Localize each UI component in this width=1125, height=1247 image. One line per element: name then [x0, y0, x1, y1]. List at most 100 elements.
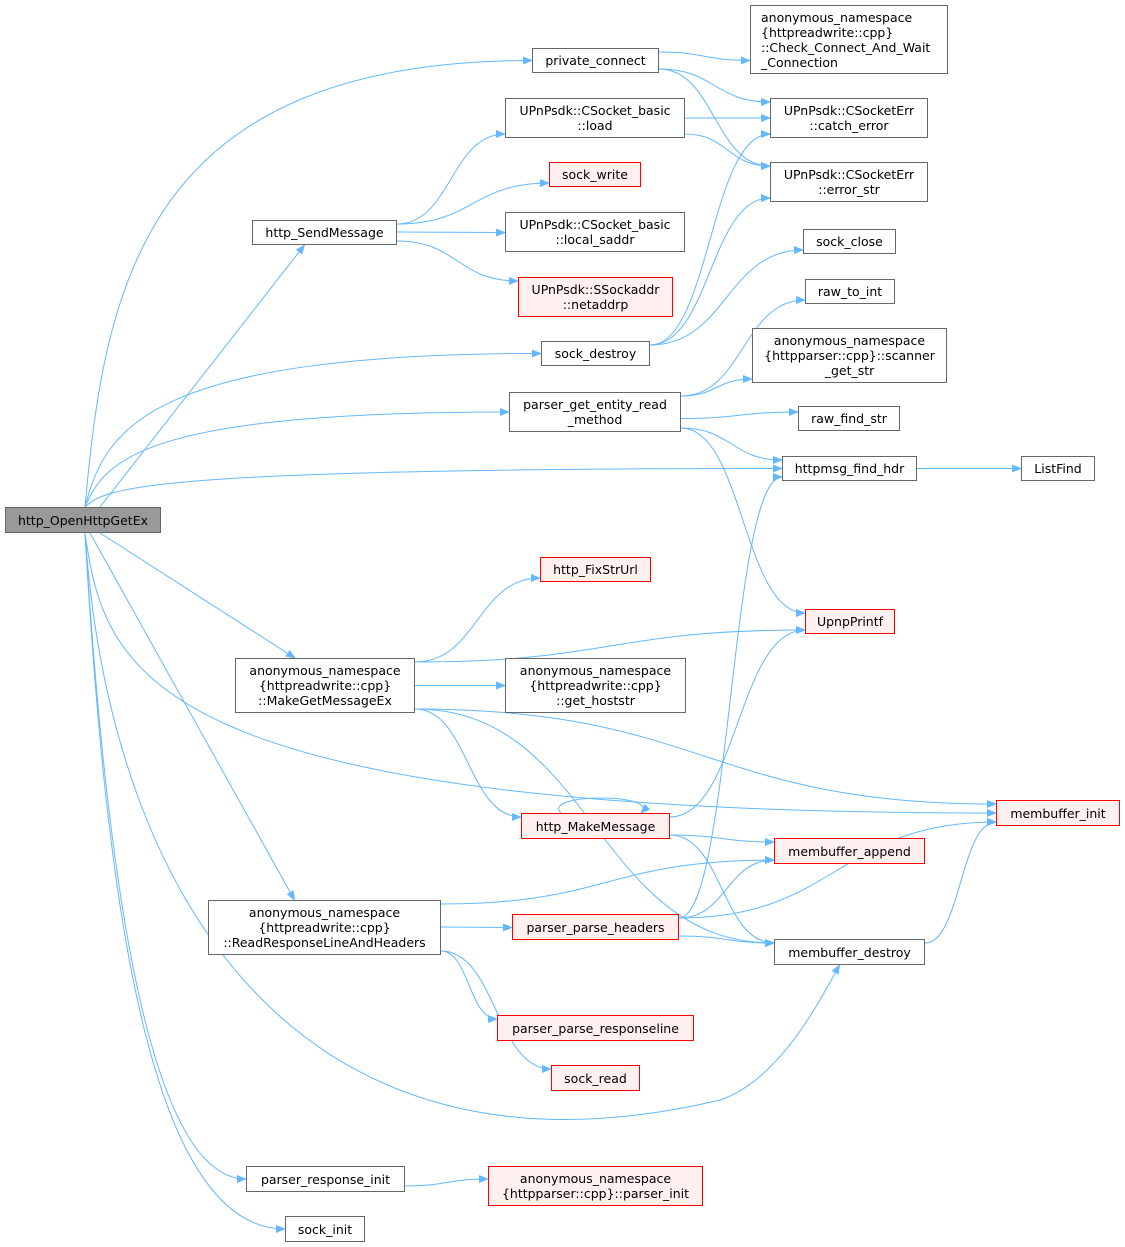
edge-parser_get_entity-to-raw_to_int [680, 296, 806, 397]
node-label: anonymous_namespace [519, 663, 672, 678]
edge-parser_get_entity-to-UpnpPrintf [680, 427, 806, 617]
node-label: anonymous_namespace [249, 663, 401, 678]
node-label: ::MakeGetMessageEx [258, 693, 392, 708]
node-makegetmessageex[interactable]: anonymous_namespace{httpreadwrite::cpp}:… [235, 658, 415, 713]
node-label: ::error_str [818, 182, 880, 197]
edge-ReadResponse-to-membuffer_append [440, 856, 775, 905]
node-readresponse[interactable]: anonymous_namespace{httpreadwrite::cpp}:… [208, 900, 441, 955]
node-label: ::get_hoststr [556, 693, 635, 708]
edge-root-to-http_SendMessage [99, 244, 306, 508]
node-label: sock_write [562, 167, 628, 182]
node-error-str[interactable]: UPnPsdk::CSocketErr::error_str [770, 162, 928, 202]
edge-root-to-sock_destroy [84, 349, 542, 508]
node-label: _method [567, 412, 623, 427]
node-local-saddr[interactable]: UPnPsdk::CSocket_basic::local_saddr [505, 212, 685, 252]
edge-parser_get_entity-to-raw_find_str [680, 408, 799, 419]
node-label: UPnPsdk::CSocketErr [783, 167, 915, 182]
edge-MakeGetMessageEx-to-http_MakeMessage [414, 708, 522, 821]
edge-parser_get_entity-to-httpmsg_find_hdr [680, 427, 783, 464]
node-parser-response-init[interactable]: parser_response_init [246, 1166, 405, 1192]
node-label: anonymous_namespace [519, 1171, 672, 1186]
edge-private_connect-to-catch_error [658, 68, 771, 106]
node-label: {httpreadwrite::cpp} [258, 678, 392, 693]
edge-http_SendMessage-to-local_saddr [396, 228, 506, 237]
node-sock-close[interactable]: sock_close [803, 229, 896, 254]
node-sock-destroy[interactable]: sock_destroy [541, 341, 650, 366]
node-sock-read[interactable]: sock_read [551, 1065, 640, 1091]
edge-root-to-membuffer_destroy [84, 532, 840, 1120]
node-parser-parse-responseline[interactable]: parser_parse_responseline [497, 1015, 694, 1041]
node-get-hoststr[interactable]: anonymous_namespace{httpreadwrite::cpp}:… [505, 658, 686, 713]
node-scanner-get-str[interactable]: anonymous_namespace{httpparser::cpp}::sc… [752, 328, 947, 383]
node-root[interactable]: http_OpenHttpGetEx [5, 507, 161, 533]
node-label: UPnPsdk::CSocket_basic [519, 217, 671, 232]
node-membuffer-destroy[interactable]: membuffer_destroy [774, 939, 925, 965]
node-label: membuffer_destroy [788, 944, 911, 960]
node-catch-error[interactable]: UPnPsdk::CSocketErr::catch_error [770, 98, 928, 138]
edge-sock_destroy-to-catch_error [649, 130, 771, 346]
node-sock-init[interactable]: sock_init [285, 1216, 365, 1242]
edge-parser_parse_headers-to-httpmsg_find_hdr [678, 473, 783, 919]
edge-parser_parse_headers-to-membuffer_init [678, 818, 997, 919]
edge-root-to-parser_response_init [84, 532, 247, 1183]
node-parser-parse-headers[interactable]: parser_parse_headers [512, 914, 679, 940]
node-raw-to-int[interactable]: raw_to_int [805, 279, 895, 304]
node-http-sendmessage[interactable]: http_SendMessage [252, 220, 397, 245]
edge-http_MakeMessage-to-membuffer_append [669, 834, 775, 846]
node-label: membuffer_init [1010, 805, 1106, 821]
node-http-fixstrurl[interactable]: http_FixStrUrl [540, 557, 651, 582]
node-httpmsg-find-hdr[interactable]: httpmsg_find_hdr [782, 456, 917, 481]
edge-private_connect-to-check_connect [658, 51, 751, 65]
node-membuffer-append[interactable]: membuffer_append [774, 838, 925, 864]
node-label: _Connection [761, 54, 838, 70]
node-label: http_OpenHttpGetEx [17, 512, 148, 528]
edge-parser_response_init-to-parser_init [404, 1175, 489, 1187]
node-membuffer-init[interactable]: membuffer_init [996, 800, 1120, 826]
edge-root-to-private_connect [84, 56, 533, 508]
edge-MakeGetMessageEx-to-http_FixStrUrl [414, 574, 541, 663]
edge-http_MakeMessage-to-http_MakeMessage [558, 797, 651, 814]
node-label: UPnPsdk::CSocketErr [783, 103, 915, 118]
node-load[interactable]: UPnPsdk::CSocket_basic::load [505, 98, 685, 138]
node-check-connect[interactable]: anonymous_namespace{httpreadwrite::cpp}:… [750, 5, 948, 74]
node-label: UpnpPrintf [816, 614, 884, 629]
edge-http_SendMessage-to-load [396, 130, 506, 225]
node-sock-write[interactable]: sock_write [549, 162, 641, 187]
node-listfind[interactable]: ListFind [1021, 456, 1095, 481]
node-label: UPnPsdk::SSockaddr [531, 282, 660, 297]
node-label: ::catch_error [809, 118, 889, 133]
node-label: raw_find_str [811, 411, 887, 426]
node-netaddrp[interactable]: UPnPsdk::SSockaddr::netaddrp [518, 277, 673, 317]
node-parser-init[interactable]: anonymous_namespace{httpparser::cpp}::pa… [488, 1166, 703, 1206]
node-label: {httpreadwrite::cpp} [529, 678, 662, 693]
node-raw-find-str[interactable]: raw_find_str [798, 406, 900, 431]
node-label: {httpparser::cpp}::scanner [764, 348, 935, 363]
node-label: {httpreadwrite::cpp} [258, 920, 391, 935]
edge-parser_parse_headers-to-membuffer_append [678, 856, 775, 919]
node-private-connect[interactable]: private_connect [532, 48, 659, 73]
node-label: _get_str [824, 363, 875, 378]
node-label: ::netaddrp [562, 297, 629, 312]
edge-parser_get_entity-to-scanner_get_str [680, 375, 753, 397]
node-upnpprintf[interactable]: UpnpPrintf [805, 609, 895, 634]
node-label: httpmsg_find_hdr [794, 461, 905, 476]
node-label: ListFind [1034, 461, 1082, 476]
node-label: ::load [577, 118, 613, 133]
node-label: {httpparser::cpp}::parser_init [501, 1186, 690, 1201]
edge-ReadResponse-to-sock_read [440, 950, 552, 1073]
edge-sock_destroy-to-error_str [649, 194, 771, 346]
node-label: sock_destroy [554, 346, 637, 361]
edge-load-to-error_str [684, 133, 771, 170]
node-parser-get-entity[interactable]: parser_get_entity_read_method [509, 392, 681, 432]
edge-membuffer_destroy-to-membuffer_init [924, 818, 997, 944]
node-label: anonymous_namespace [761, 9, 913, 25]
edge-http_MakeMessage-to-membuffer_destroy [669, 834, 775, 947]
node-label: sock_read [564, 1070, 627, 1086]
edge-root-to-membuffer_init [84, 532, 997, 817]
edge-ReadResponse-to-parser_parse_responseline [440, 950, 498, 1023]
node-label: {httpreadwrite::cpp} [761, 24, 894, 40]
node-label: parser_get_entity_read [523, 397, 667, 412]
node-label: UPnPsdk::CSocket_basic [519, 103, 671, 118]
node-http-makemessage[interactable]: http_MakeMessage [521, 813, 670, 839]
